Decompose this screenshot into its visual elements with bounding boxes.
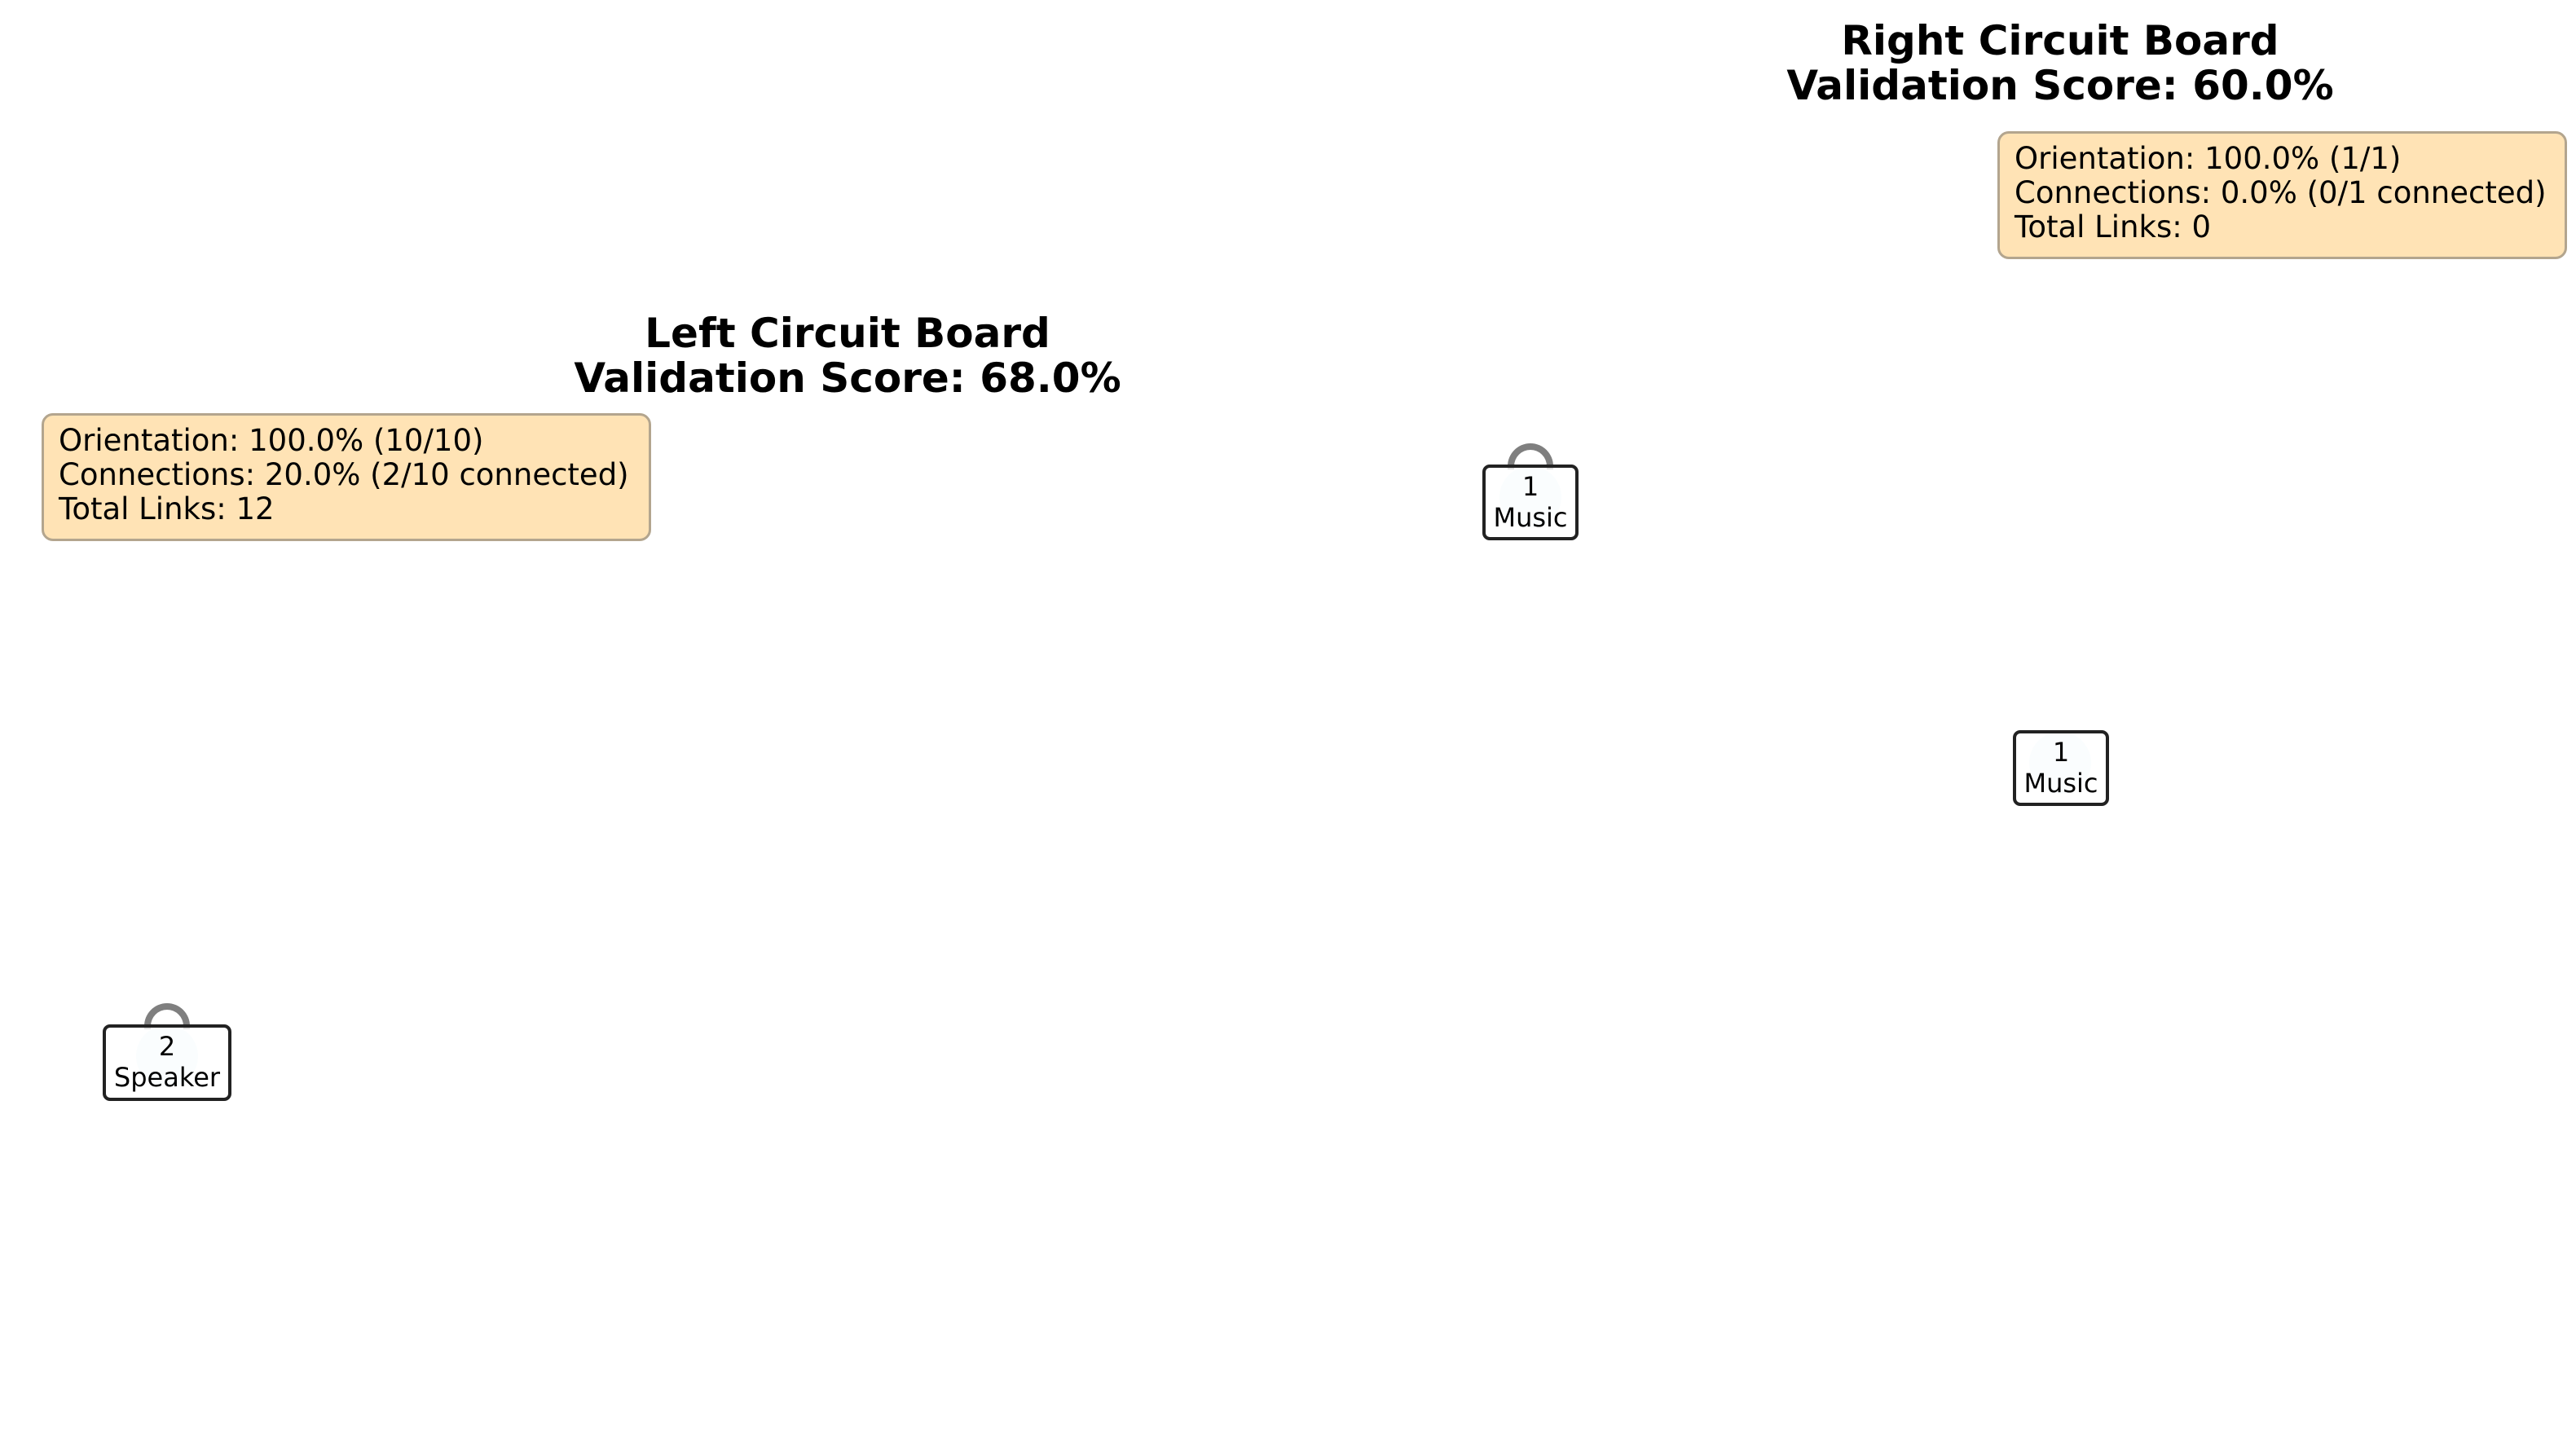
- left-board-score: Validation Score: 68.0%: [574, 354, 1121, 402]
- node-name: Music: [2023, 768, 2098, 799]
- left-orientation-stat: Orientation: 100.0% (10/10): [59, 423, 484, 458]
- node-label-box: 1 Music: [2013, 730, 2109, 806]
- left-total-links-stat: Total Links: 12: [59, 491, 275, 526]
- right-connections-stat: Connections: 0.0% (0/1 connected): [2015, 175, 2547, 210]
- left-board-title-text: Left Circuit Board: [645, 310, 1050, 357]
- right-board-title-text: Right Circuit Board: [1841, 17, 2279, 64]
- left-board-title: Left Circuit Board Validation Score: 68.…: [522, 311, 1174, 401]
- node-name: Music: [1493, 502, 1568, 533]
- node-label-box: 2 Speaker: [103, 1024, 231, 1101]
- right-board-title: Right Circuit Board Validation Score: 60…: [1734, 19, 2386, 108]
- node-number: 1: [2052, 737, 2070, 768]
- left-connections-stat: Connections: 20.0% (2/10 connected): [59, 457, 629, 492]
- self-loop-edge: [1508, 443, 1553, 469]
- node-number: 2: [158, 1031, 176, 1062]
- right-total-links-stat: Total Links: 0: [2015, 209, 2211, 244]
- right-orientation-stat: Orientation: 100.0% (1/1): [2015, 141, 2402, 176]
- node-name: Speaker: [113, 1062, 221, 1093]
- node-label-box: 1 Music: [1482, 465, 1579, 540]
- node-number: 1: [1521, 471, 1539, 502]
- right-board-score: Validation Score: 60.0%: [1786, 62, 2334, 109]
- left-board-stats-box: Orientation: 100.0% (10/10) Connections:…: [42, 413, 651, 541]
- right-board-stats-box: Orientation: 100.0% (1/1) Connections: 0…: [1997, 131, 2567, 259]
- self-loop-edge: [144, 1003, 190, 1029]
